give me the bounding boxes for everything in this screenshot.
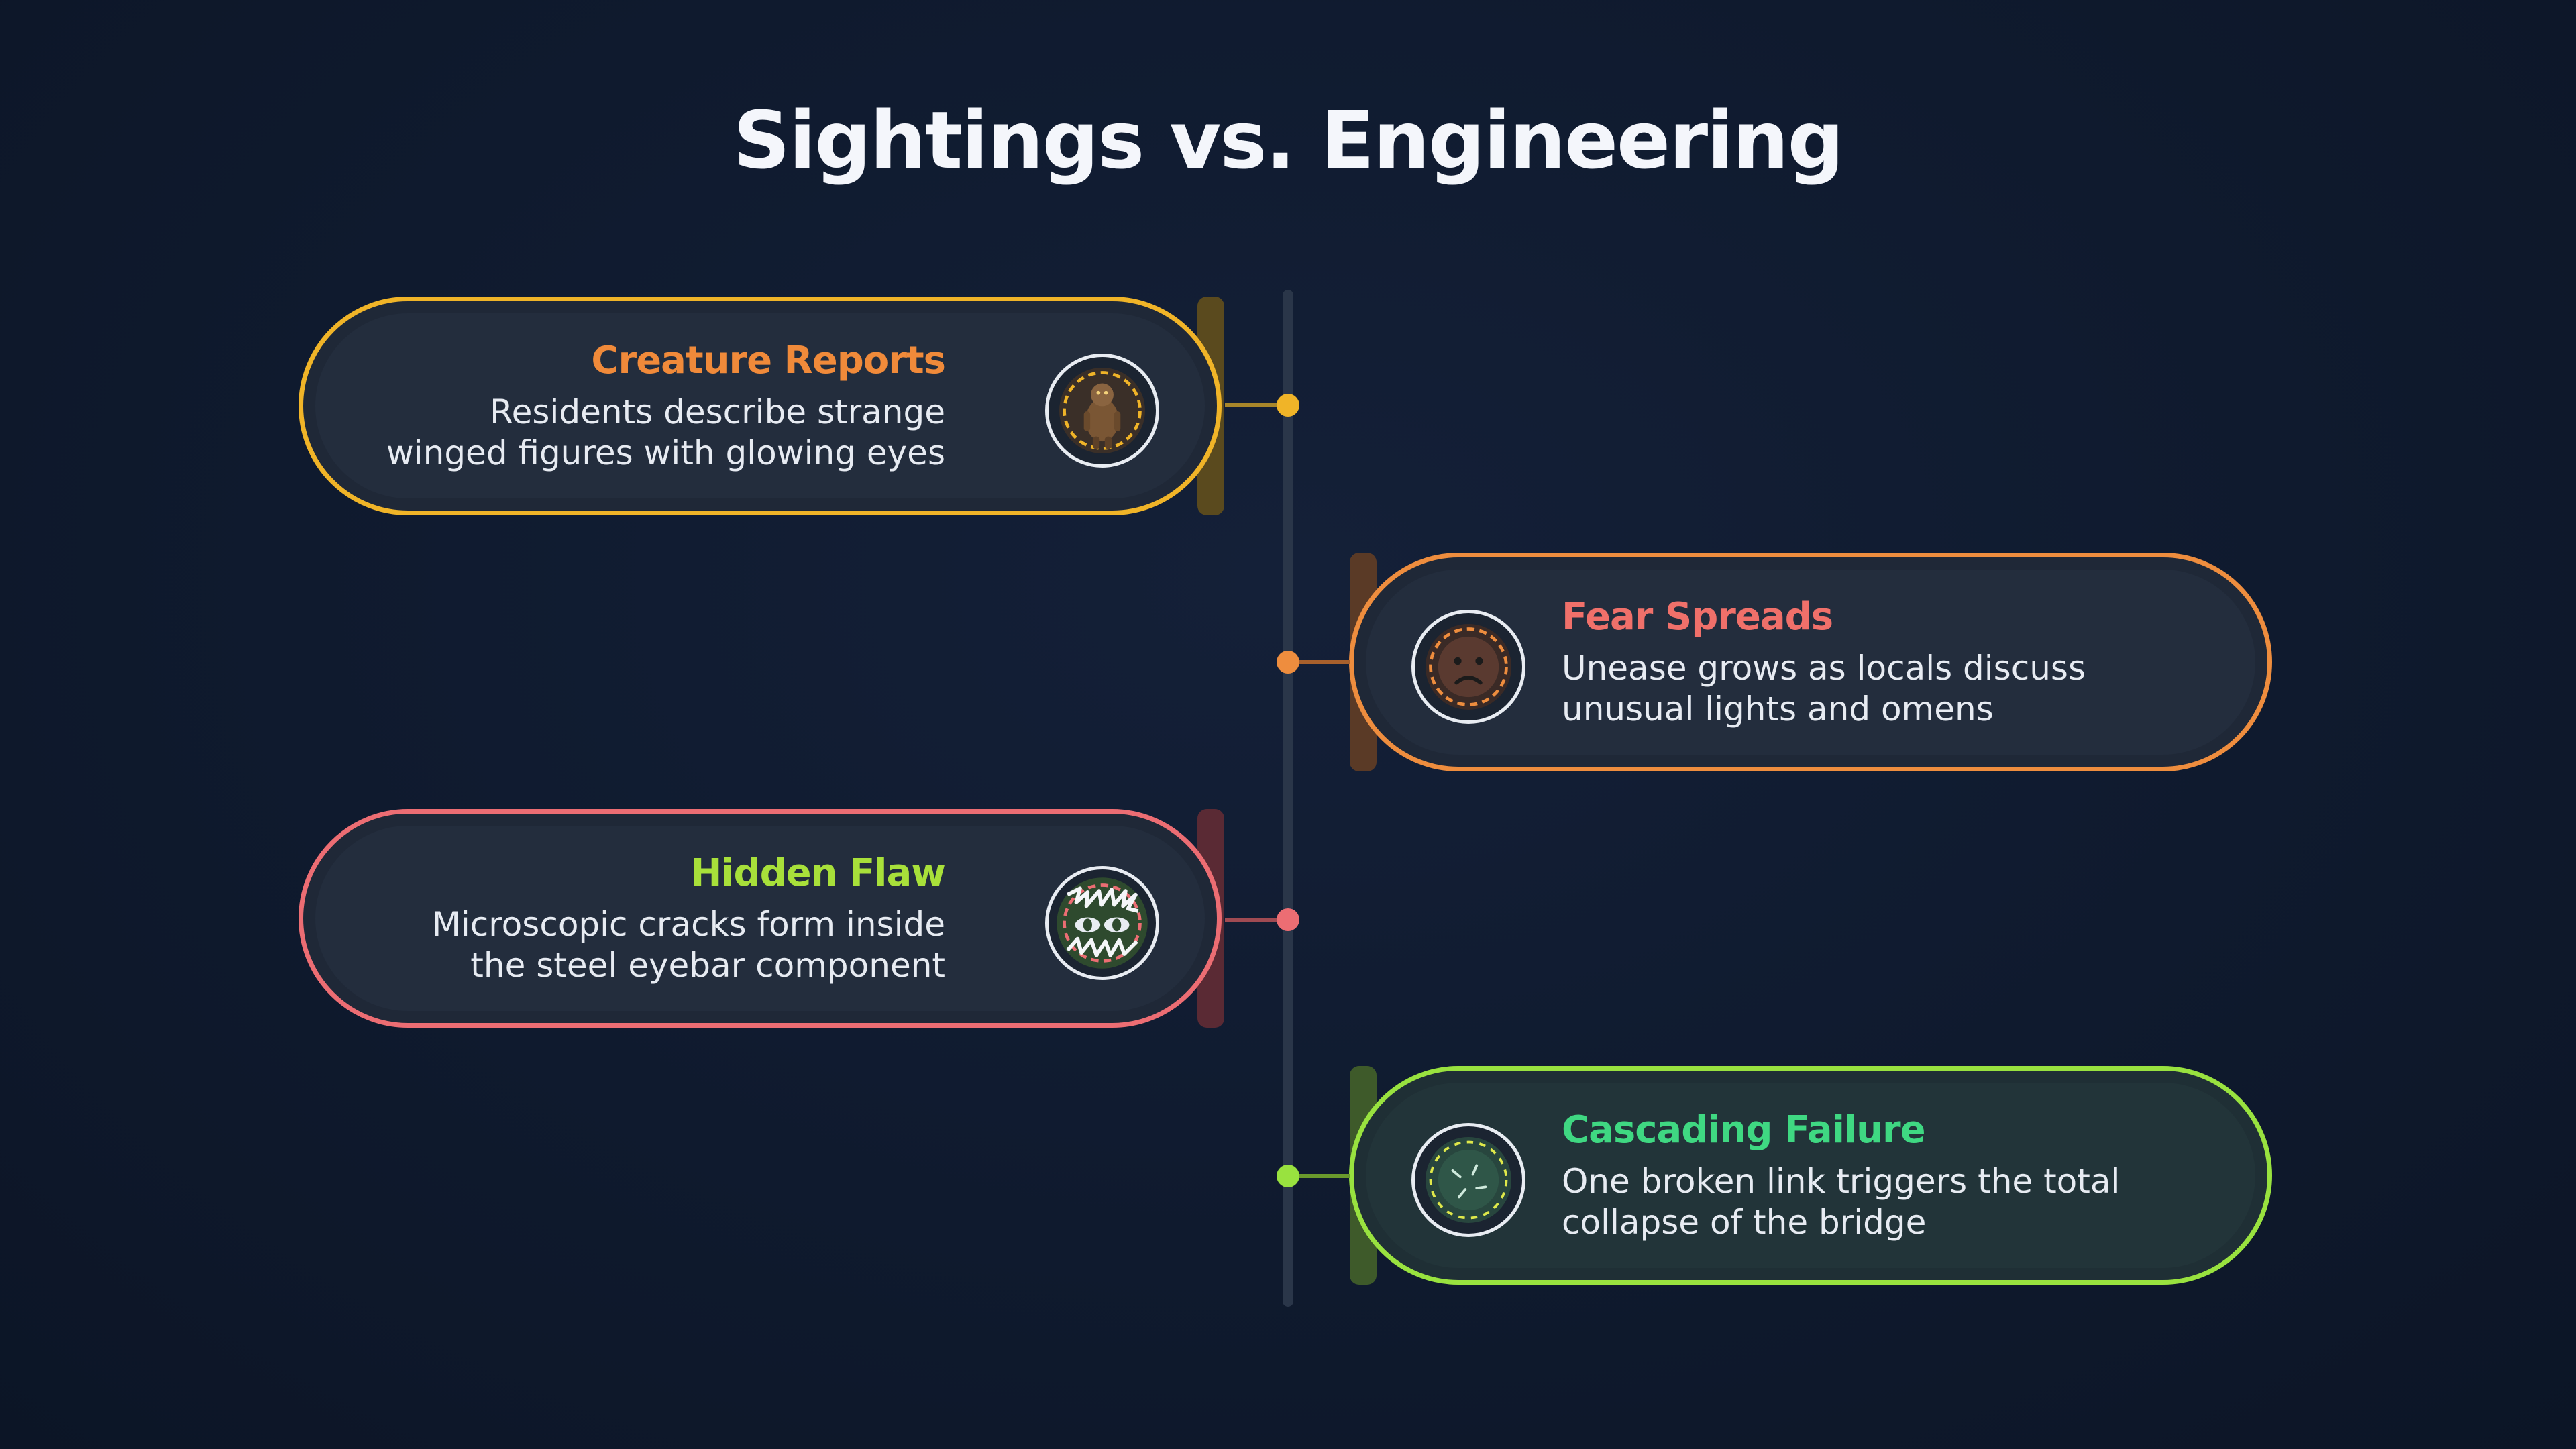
step-3-node <box>1277 908 1299 931</box>
step-3-connector <box>1225 918 1287 922</box>
step-2-connector <box>1287 660 1350 664</box>
page-title: Sightings vs. Engineering <box>733 94 1844 186</box>
step-4-node <box>1277 1165 1299 1187</box>
crack-monster-icon <box>1045 866 1159 980</box>
step-description: Unease grows as locals discuss unusual l… <box>1562 648 2086 729</box>
broken-circle-icon <box>1411 1123 1525 1237</box>
worried-face-icon <box>1411 610 1525 724</box>
step-card-cascading-failure: Cascading Failure One broken link trigge… <box>1349 1066 2272 1285</box>
step-1-connector <box>1225 403 1287 407</box>
step-title: Creature Reports <box>591 338 946 382</box>
step-card-hidden-flaw: Hidden Flaw Microscopic cracks form insi… <box>299 809 1222 1028</box>
step-description: One broken link triggers the total colla… <box>1562 1161 2121 1242</box>
step-title: Hidden Flaw <box>690 851 946 895</box>
step-title: Fear Spreads <box>1562 594 1833 639</box>
step-1-node <box>1277 394 1299 417</box>
step-title: Cascading Failure <box>1562 1108 1926 1152</box>
step-description: Residents describe strange winged figure… <box>386 392 945 472</box>
timeline-spine <box>1283 290 1293 1307</box>
step-card-creature-reports: Creature Reports Residents describe stra… <box>299 297 1222 515</box>
step-card-fear-spreads: Fear Spreads Unease grows as locals disc… <box>1349 553 2272 771</box>
step-2-node <box>1277 651 1299 674</box>
step-description: Microscopic cracks form inside the steel… <box>431 904 945 985</box>
step-4-connector <box>1287 1174 1350 1178</box>
creature-icon <box>1045 354 1159 468</box>
